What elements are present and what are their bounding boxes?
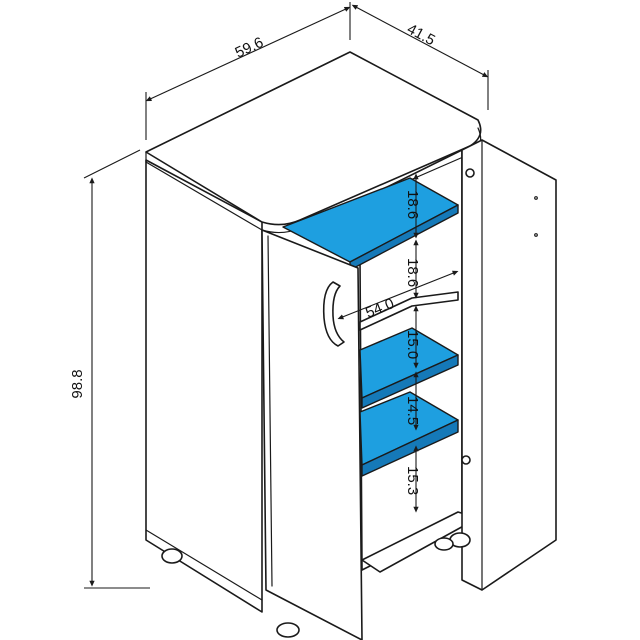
- caster-wheel: [161, 548, 183, 564]
- gap-label-top-1: 18.6: [404, 190, 421, 219]
- door-pin-bottom: [534, 233, 538, 237]
- dimension-depth-label: 41.5: [404, 21, 438, 50]
- dimension-height-label: 98.8: [69, 369, 86, 398]
- dimension-width-label: 59.6: [233, 34, 267, 62]
- left-door: [261, 229, 363, 640]
- hinge-hole-bottom: [461, 455, 471, 465]
- door-pin-top: [534, 196, 538, 200]
- caster-wheel: [276, 622, 300, 638]
- door-handle[interactable]: [322, 281, 345, 347]
- hinge-hole-top: [465, 168, 475, 178]
- right-door: [461, 139, 557, 591]
- caster-wheels: [161, 532, 471, 638]
- shelf-middle-front: [361, 354, 459, 409]
- caster-wheel: [434, 537, 454, 551]
- shelf-lower: [359, 391, 459, 477]
- cabinet-left-side: [145, 159, 263, 613]
- shelf-lower-front: [361, 419, 459, 477]
- dimension-height: 98.8: [69, 149, 150, 589]
- gap-label-top-2: 18.6: [404, 258, 421, 287]
- shelf-middle: [359, 327, 459, 409]
- gap-label-low: 14.5: [404, 396, 421, 425]
- gap-label-bottom: 15.3: [404, 466, 421, 495]
- gap-label-mid: 15.0: [404, 330, 421, 359]
- dimension-shelf-gaps: 18.6 18.6 15.0 14.5 15.3: [404, 173, 421, 513]
